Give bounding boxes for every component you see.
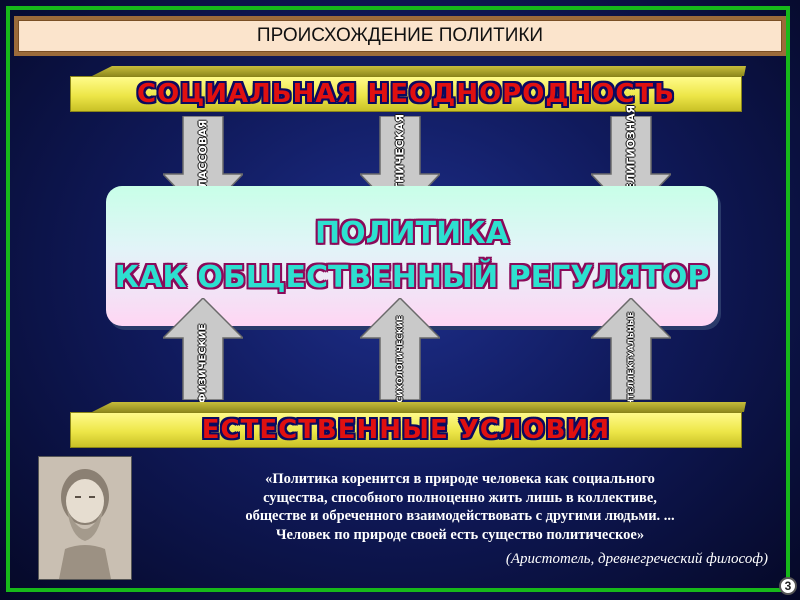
bottom-slab-bevel xyxy=(92,402,746,412)
title-bar: ПРОИСХОЖДЕНИЕ ПОЛИТИКИ xyxy=(14,16,786,56)
bottom-slab-label: ЕСТЕСТВЕННЫЕ УСЛОВИЯ xyxy=(201,415,611,445)
quote-line-4: Человек по природе своей есть существо п… xyxy=(275,526,645,543)
quote-line-1: «Политика коренится в природе человека к… xyxy=(265,471,655,487)
center-title-line1: ПОЛИТИКА xyxy=(315,216,509,251)
up-arrow-icon xyxy=(591,298,671,400)
page-number-badge[interactable]: 3 xyxy=(779,577,797,595)
up-arrow-intellectual: ИНТЕЛЛЕКТУАЛЬНЫЕ xyxy=(591,298,671,413)
arrow-label-physical: ФИЗИЧЕСКИЕ xyxy=(197,323,209,404)
title-panel: ПРОИСХОЖДЕНИЕ ПОЛИТИКИ xyxy=(18,20,782,52)
arrow-label-intellectual: ИНТЕЛЛЕКТУАЛЬНЫЕ xyxy=(626,311,636,413)
up-arrow-physical: ФИЗИЧЕСКИЕ xyxy=(163,298,243,403)
quote-line-3: обществе и обреченного взаимодействовать… xyxy=(245,508,675,524)
quote-attribution: (Аристотель, древнегреческий философ) xyxy=(505,551,768,567)
bottom-slab-face: ЕСТЕСТВЕННЫЕ УСЛОВИЯ xyxy=(70,412,742,448)
top-slab-face: СОЦИАЛЬНАЯ НЕОДНОРОДНОСТЬ xyxy=(70,76,742,112)
top-slab: СОЦИАЛЬНАЯ НЕОДНОРОДНОСТЬ xyxy=(70,66,746,112)
up-arrow-icon xyxy=(163,298,243,400)
slide-frame xyxy=(6,6,790,592)
up-arrow-psychological: ПСИХОЛОГИЧЕСКИЕ xyxy=(360,298,440,409)
bust-image xyxy=(39,457,131,579)
top-slab-bevel xyxy=(92,66,746,76)
top-slab-label: СОЦИАЛЬНАЯ НЕОДНОРОДНОСТЬ xyxy=(136,79,675,109)
aristotle-portrait-image xyxy=(38,456,132,580)
arrow-label-psychological: ПСИХОЛОГИЧЕСКИЕ xyxy=(395,315,405,410)
bottom-slab: ЕСТЕСТВЕННЫЕ УСЛОВИЯ xyxy=(70,402,746,448)
quote-line-2: существа, способного полноценно жить лиш… xyxy=(263,489,657,506)
aristotle-quote: «Политика коренится в природе человека к… xyxy=(150,470,770,544)
center-title-line2: КАК ОБЩЕСТВЕННЫЙ РЕГУЛЯТОР xyxy=(114,260,710,295)
up-arrow-icon xyxy=(360,298,440,400)
slide-title: ПРОИСХОЖДЕНИЕ ПОЛИТИКИ xyxy=(256,25,544,46)
